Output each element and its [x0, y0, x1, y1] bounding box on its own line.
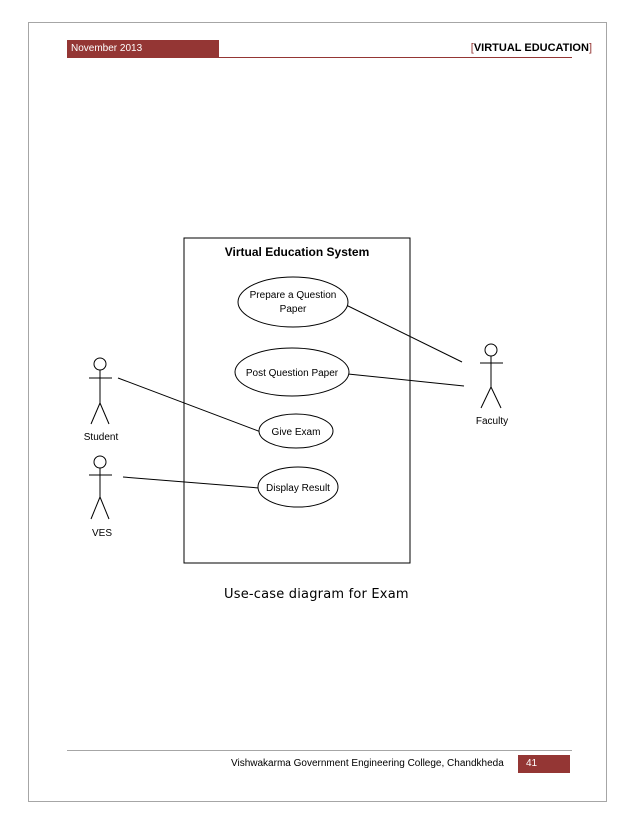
page-border — [28, 22, 607, 802]
use-case-post-question-paper: Post Question Paper — [234, 347, 350, 397]
use-case-ellipse — [234, 347, 350, 397]
actor-ves — [89, 455, 112, 520]
use-case-label: Display Result — [266, 483, 330, 494]
use-case-ellipse — [237, 276, 349, 328]
association-ves-display-result — [122, 476, 260, 489]
actor-right-leg — [490, 386, 502, 409]
actor-right-leg — [99, 496, 110, 520]
actor-left-leg — [480, 386, 492, 409]
header-title: [VIRTUAL EDUCATION] — [471, 41, 592, 56]
use-case-label: Give Exam — [272, 427, 321, 438]
use-case-label-line-1: Prepare a Question — [250, 290, 337, 301]
diagram-caption: Use-case diagram for Exam — [224, 587, 409, 602]
actor-label-faculty: Faculty — [476, 416, 508, 427]
actor-head-icon — [93, 455, 107, 469]
header-date: November 2013 — [67, 40, 219, 57]
use-case-ellipse — [257, 466, 339, 508]
footer-rule — [67, 750, 572, 751]
association-student-give-exam — [117, 377, 262, 433]
association-faculty-post — [347, 373, 465, 387]
footer-institution: Vishwakarma Government Engineering Colle… — [231, 758, 504, 769]
header-bracket-close: ] — [588, 42, 592, 54]
header-title-text: VIRTUAL EDUCATION — [473, 42, 589, 54]
actor-head-icon — [93, 357, 107, 371]
header-bracket-open: [ — [470, 42, 474, 54]
actor-student — [89, 357, 112, 425]
use-case-ellipse — [258, 413, 334, 449]
use-case-label: Post Question Paper — [246, 368, 339, 379]
actor-label-student: Student — [84, 432, 119, 443]
actor-left-leg — [90, 496, 101, 520]
header-rule — [67, 57, 572, 58]
use-case-prepare-question-paper: Prepare a Question Paper — [237, 276, 349, 328]
actor-head-icon — [484, 343, 498, 357]
association-faculty-prepare — [341, 302, 463, 363]
use-case-display-result: Display Result — [257, 466, 339, 508]
system-boundary — [183, 237, 411, 564]
system-name: Virtual Education System — [225, 245, 370, 259]
actor-label-ves: VES — [92, 528, 112, 539]
actor-faculty — [480, 343, 503, 409]
use-case-give-exam: Give Exam — [258, 413, 334, 449]
use-case-label-line-2: Paper — [280, 304, 307, 315]
actor-left-leg — [90, 402, 101, 425]
page-number: 41 — [518, 755, 570, 773]
actor-right-leg — [99, 402, 110, 425]
